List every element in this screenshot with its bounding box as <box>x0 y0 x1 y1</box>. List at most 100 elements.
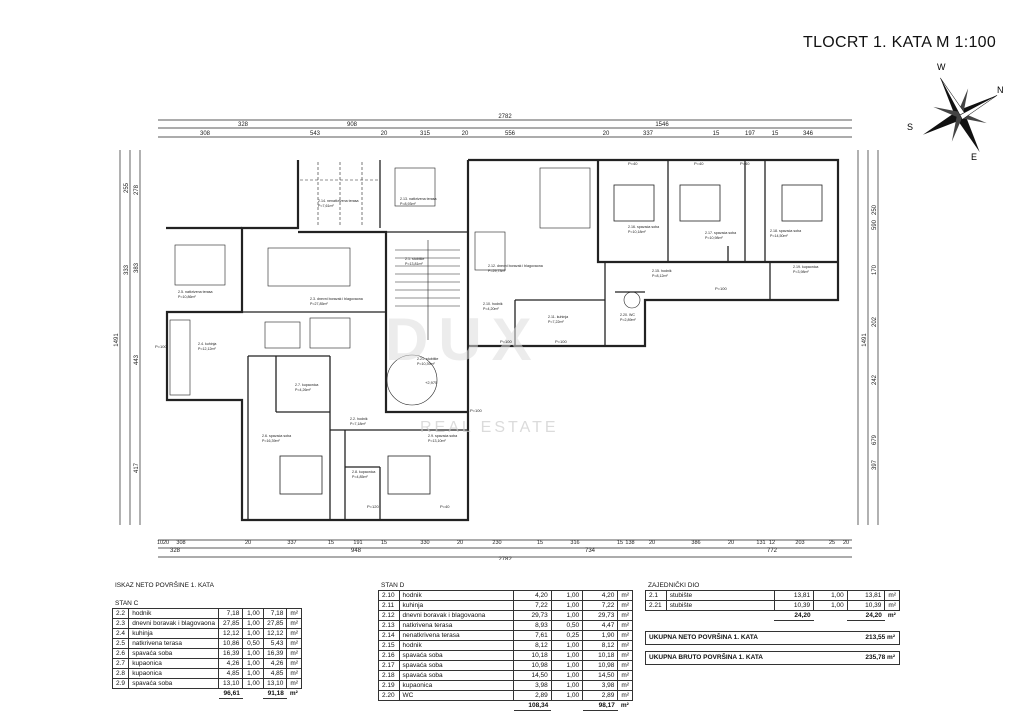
room-area: P=10,18m² <box>628 230 646 234</box>
dim-left-row2: 255 <box>124 182 130 193</box>
table-cell: 1,00 <box>550 660 584 671</box>
dim-right-row: 170 <box>872 264 878 275</box>
table-cell: 1,00 <box>813 600 848 611</box>
table-cell: 7,18 <box>262 608 288 619</box>
room-label: 2.10. hodnik <box>483 302 503 306</box>
unit-cell: m² <box>286 628 302 639</box>
room-label: 2.6. spavaća soba <box>262 434 291 438</box>
empty-cell <box>666 611 774 621</box>
dim-top-row2: 543 <box>310 131 321 137</box>
room-area: P=27,85m² <box>310 302 328 306</box>
dim-top-row1: 1546 <box>655 122 669 128</box>
table-cell: 10,86 <box>218 638 244 649</box>
table-cell: 12,12 <box>218 628 244 639</box>
dim-bottom-row2: 772 <box>767 548 778 554</box>
dim-top-row1: 328 <box>238 122 249 128</box>
summary-bruto: UKUPNA BRUTO POVRŠINA 1. KATA 235,78 m² <box>645 651 900 665</box>
table-cell: 8,12 <box>582 640 619 651</box>
level-marker: P=100 <box>500 339 512 344</box>
summary-bruto-value: 235,78 <box>865 654 886 661</box>
table-cell: 1,00 <box>550 590 584 601</box>
table-cell: 4,26 <box>218 658 244 669</box>
table-cell: 13,81 <box>846 590 886 601</box>
dim-bottom-row1: 230 <box>492 540 501 546</box>
table-cell: 4,47 <box>582 620 619 631</box>
summary-neto-value: 213,55 <box>865 634 886 641</box>
room-label: 2.12. dnevni boravak i blagovaona <box>488 264 543 268</box>
table-cell: 8,12 <box>513 640 552 651</box>
stan-d-header: STAN D <box>381 582 405 589</box>
dim-right-row: 590 <box>872 219 878 230</box>
room-area: P=7,22m² <box>548 320 564 324</box>
table-cell: 4,20 <box>513 590 552 601</box>
table-cell: 2.6 <box>111 648 130 659</box>
dim-right-total: 1491 <box>862 333 868 347</box>
table-cell: 10,18 <box>582 650 619 661</box>
table-cell: 4,20 <box>582 590 619 601</box>
table-cell: kupaonica <box>398 680 515 691</box>
unit-cell: m² <box>617 610 633 621</box>
room-label: 2.11. kuhinja <box>548 315 568 319</box>
table-cell: 10,39 <box>846 600 886 611</box>
unit-cell: m² <box>884 600 900 611</box>
dim-bottom-row1: 15 <box>537 540 543 546</box>
table-cell: 10,18 <box>513 650 552 661</box>
table-cell: hodnik <box>128 608 220 619</box>
table-cell: stubište <box>665 600 775 611</box>
room-label: 2.16. spavaća soba <box>628 225 659 229</box>
room-area: P=13,81m² <box>405 262 423 266</box>
dim-top-row1: 908 <box>347 122 358 128</box>
level-marker: P=100 <box>715 286 727 291</box>
empty-cell <box>243 689 263 699</box>
dim-bottom-row1: 316 <box>570 540 579 546</box>
dim-bottom-total: 2782 <box>498 557 512 560</box>
room-area: P=10,98m² <box>705 236 723 240</box>
drawing-title: TLOCRT 1. KATA M 1:100 <box>803 34 997 51</box>
room-area: P=10,86m² <box>178 295 196 299</box>
table-cell: 14,50 <box>582 670 619 681</box>
table-cell: WC <box>398 690 515 701</box>
total-cell: 24,20 <box>774 610 814 621</box>
table-cell: dnevni boravak i blagovaona <box>398 610 515 621</box>
empty-cell <box>129 689 219 699</box>
dim-bottom-row1: 191 <box>353 540 362 546</box>
room-label: 2.9. spavaća soba <box>428 434 457 438</box>
floor-plan: DUX REAL ESTATE 278232890815463085432031… <box>114 114 879 560</box>
dim-top-row2: 337 <box>643 131 654 137</box>
dim-right-row: 242 <box>872 374 878 385</box>
dim-bottom-row1: 20 <box>843 540 849 546</box>
room-label: 2.3. dnevni boravak i blagovaona <box>310 297 363 301</box>
table-cell: 4,85 <box>262 668 288 679</box>
room-area: P=14,50m² <box>770 234 788 238</box>
table-cell: 8,93 <box>513 620 552 631</box>
summary-neto-label: UKUPNA NETO POVRŠINA 1. KATA <box>649 634 758 641</box>
total-cell: 24,20 <box>847 610 885 621</box>
table-cell: 1,00 <box>550 650 584 661</box>
table-cell: 16,39 <box>218 648 244 659</box>
unit-cell: m² <box>617 590 633 601</box>
compass-e: E <box>971 152 977 162</box>
room-area: P=8,93m² <box>400 202 416 206</box>
dim-bottom-row1: 20 <box>163 540 169 546</box>
table-cell: natkrivena terasa <box>128 638 220 649</box>
table-cell: 1,00 <box>550 670 584 681</box>
unit-cell: m² <box>617 650 633 661</box>
room-label: 2.2. hodnik <box>350 417 368 421</box>
table-cell: 1,00 <box>550 640 584 651</box>
table-cell: 2.14 <box>378 630 400 641</box>
total-cell: 96,61 <box>218 688 243 699</box>
dim-bottom-row1: 203 <box>795 540 804 546</box>
room-label: 2.13. natkrivena terasa <box>400 197 437 201</box>
unit-cell: m² <box>617 620 633 631</box>
compass-n: N <box>997 85 1004 95</box>
table-cell: 7,22 <box>513 600 552 611</box>
